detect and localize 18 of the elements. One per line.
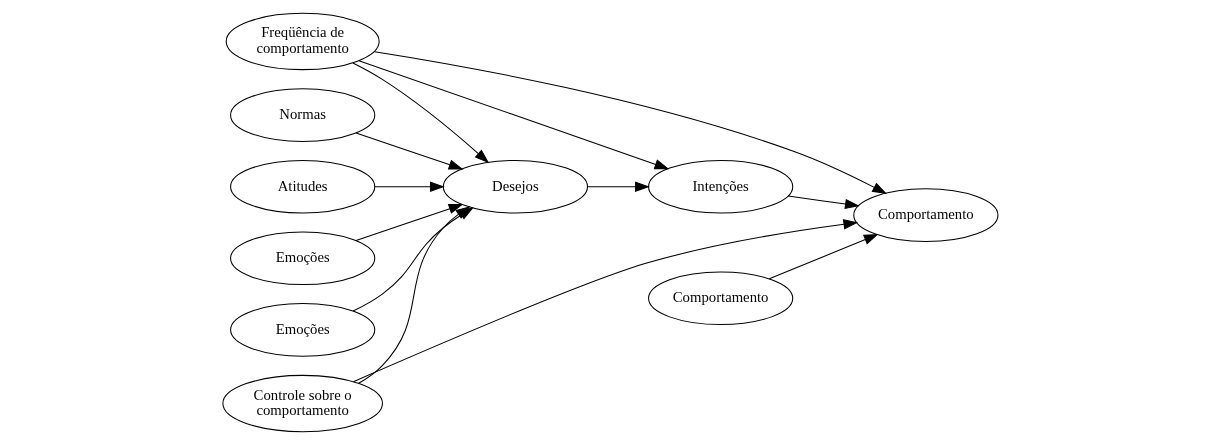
node-ellipse: Controle sobre o comportamento xyxy=(221,374,383,432)
arrow xyxy=(357,59,669,169)
arrow xyxy=(374,181,445,192)
node-ellipse: Emoções xyxy=(229,230,375,285)
arrow xyxy=(351,62,489,163)
node-ellipse: Atitudes xyxy=(229,159,375,214)
arrow xyxy=(352,218,858,382)
arrow xyxy=(355,131,463,170)
node-ellipse: Comportamento xyxy=(647,270,793,325)
arrow xyxy=(355,203,463,241)
arrow xyxy=(586,181,650,192)
node-ellipse: Normas xyxy=(229,87,375,142)
arrow xyxy=(768,233,879,279)
arrow xyxy=(357,205,470,384)
node-ellipse: Freqüência de comportamento xyxy=(225,12,380,70)
arrow xyxy=(373,50,887,194)
node-ellipse: Emoções xyxy=(229,302,375,357)
arrow xyxy=(787,195,860,209)
